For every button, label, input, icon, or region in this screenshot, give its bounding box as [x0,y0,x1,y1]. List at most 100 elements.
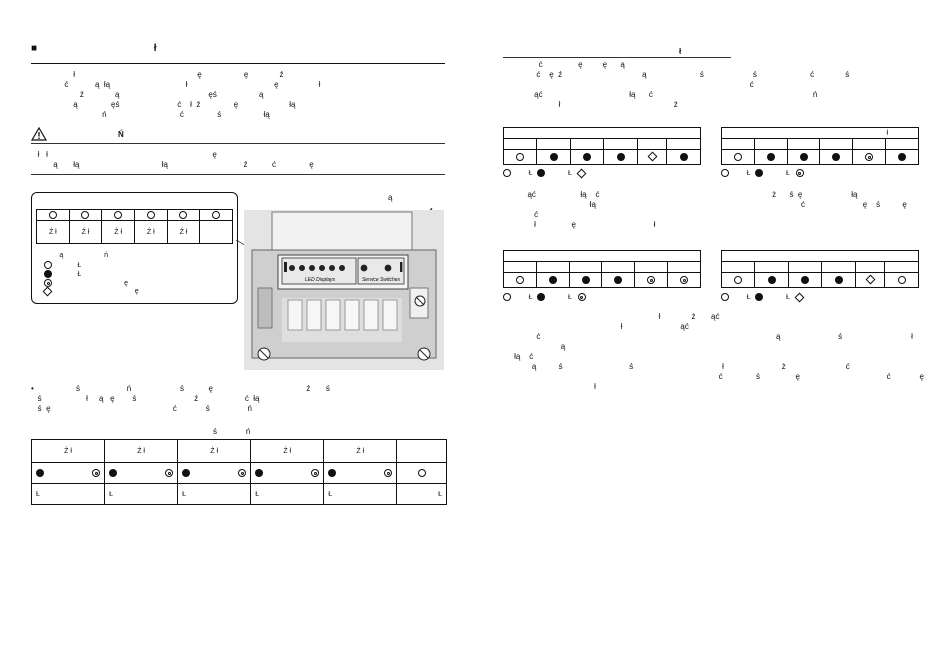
terminal [287,299,303,331]
table-status-cell [104,462,178,484]
title-rule [31,63,445,64]
led-on-symbol [536,293,545,301]
state-cell [536,149,571,165]
led-off-symbol [721,293,729,301]
inset-label [199,220,233,244]
inset-legend-row: ę [42,286,139,297]
state-cell [504,150,537,165]
legend-text: ą ń [36,252,108,259]
state-cell [821,272,856,288]
led-diamond-symbol [865,274,876,285]
state-cell [504,273,537,288]
warning-rule-top [31,143,445,144]
cell [503,138,537,150]
inset-legend-row: Ł [44,270,81,278]
table-header: Ź ł [323,439,397,463]
screw-slot [419,349,429,359]
service-switch-panel [357,257,405,285]
legend-text: ę [56,279,128,287]
state-cell [634,272,668,288]
right-title: ł [679,47,682,56]
terminal [382,299,398,331]
table-header: Ź ł [250,439,324,463]
inset-cell [199,209,233,221]
text-line: ł ę ł [503,220,656,229]
led-off-symbol [515,276,524,284]
table-bottom-cell: Ł [177,483,251,505]
cell [787,261,822,273]
text-line: ć ę ś ę [721,200,907,209]
cell [667,261,701,273]
terminal [306,299,322,331]
cell [569,138,604,150]
state-cell [535,272,570,288]
led-diamond-symbol [794,292,805,302]
cell [721,261,755,273]
led-blink-symbol [865,153,874,161]
table-bottom-cell: Ł [396,483,447,505]
led-off-symbol [734,276,743,284]
state-cell [753,149,788,165]
led-off-symbol [733,153,742,161]
led-on-symbol [616,153,625,161]
text-line: ą ś ś ł ż ć [503,362,850,371]
cell [568,261,602,273]
led-on-symbol [255,469,264,477]
legend-text: ę [55,288,139,295]
led-blink-symbol [795,169,804,177]
inset-cell [36,209,70,221]
text-line: ć [503,210,539,219]
led-off-symbol [146,211,155,219]
side-clip [257,287,273,329]
led [329,265,335,271]
led [319,265,325,271]
led-on-symbol [801,276,810,284]
inset-label: Ź ł [68,220,102,244]
led-on-symbol [536,169,545,177]
state-cell [601,272,635,288]
led [339,265,345,271]
state-cell [852,149,886,165]
inset-label: Ź ł [166,220,200,244]
led-diamond-symbol [42,286,53,297]
led-state-table-c [503,250,701,288]
state-cell [666,149,701,165]
cell [819,138,853,150]
text-line: ł ąć [503,322,689,331]
led-display-panel [281,257,357,285]
cell [852,138,886,150]
table-bottom-cell: Ł [104,483,178,505]
right-intro-line: ąć łą ć ń [503,90,818,99]
text-line: ł [503,382,596,391]
right-mid-right-text: ż ś ę łą ć ę ś ę [721,190,907,210]
led [309,265,315,271]
led-off-symbol [516,153,525,161]
table-a-legend: Ł Ł [503,168,589,178]
led-off-symbol [503,169,511,177]
bullet-line: ś ł ą ę ś ź ć łą [31,394,260,403]
led-blink-symbol [680,276,689,284]
table-title-cell [721,250,919,262]
bullet-line: ś ę ć ś ń [31,404,252,413]
led-on-symbol [832,153,841,161]
state-cell [722,150,755,165]
right-intro-line: ć [503,80,754,89]
state-cell [603,149,638,165]
inset-legend-row: ę [44,279,128,287]
service-switch [384,264,392,272]
led-blink-symbol [92,469,101,477]
cell [821,261,856,273]
right-bottom-paragraph: ł ż ąć ł ąć ć [503,312,924,392]
led-state-table-a [503,127,701,165]
led-blink-symbol [647,276,656,284]
table-status-cell [250,462,324,484]
switch-bar [400,262,403,272]
text-line: ąć łą ć [503,190,600,199]
cell [753,138,788,150]
cell [636,138,667,150]
device-photo: LED Displays Service Switches [236,207,444,370]
right-intro-line: ć ę ę ą [503,60,625,69]
cell [786,138,820,150]
led-on-symbol [898,153,907,161]
text-line: ć ą ś ł [503,332,913,341]
